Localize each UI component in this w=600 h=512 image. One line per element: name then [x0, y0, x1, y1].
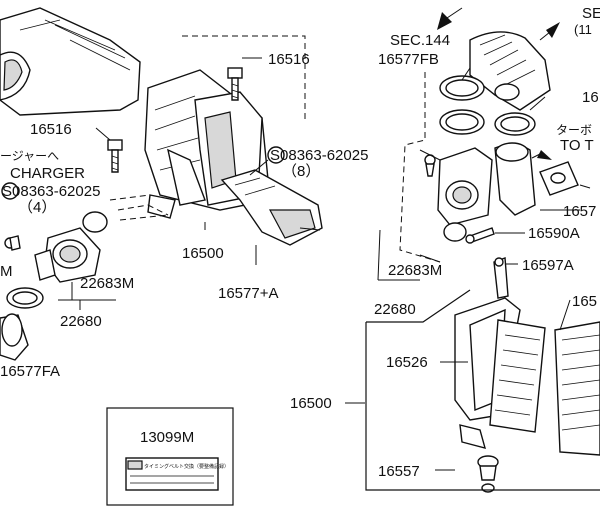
- label-sec-top-right-sub: (11: [574, 22, 592, 37]
- screw-center: [424, 154, 436, 177]
- label-sec-top-right: SE: [582, 5, 600, 22]
- leader-lines: [58, 57, 591, 471]
- label-16500-center: 16500: [182, 245, 224, 262]
- turbo-pipe-right: [494, 142, 579, 216]
- dashed-outlines: [109, 35, 441, 263]
- bolt-16516-left: [107, 139, 123, 173]
- label-m-left: M: [0, 263, 13, 280]
- intake-hose-top-right: [469, 31, 551, 111]
- airflow-meter-left: [34, 211, 108, 283]
- clamps-16577fb: [439, 75, 536, 136]
- label-16-right: 16: [582, 89, 599, 106]
- label-08363-left-qty: （4）: [18, 199, 56, 216]
- label-jp-turbo: ターボ: [556, 123, 592, 137]
- frames: [106, 289, 600, 506]
- label-plate-13099m: [125, 457, 219, 491]
- arrow-right-icon: [537, 150, 552, 160]
- label-charger: CHARGER: [10, 165, 85, 182]
- label-16557: 16557: [378, 463, 420, 480]
- intake-duct-left: [0, 7, 141, 116]
- label-13099m: 13099M: [140, 429, 194, 446]
- label-08363-center: S08363-62025: [270, 147, 368, 164]
- label-16500-right: 16500: [290, 395, 332, 412]
- label-165-right: 165: [572, 293, 597, 310]
- label-16516-left: 16516: [30, 121, 72, 138]
- label-16597a: 16597A: [522, 257, 574, 274]
- label-08363-left: S08363-62025: [2, 183, 100, 200]
- sensor-16597a: [493, 257, 509, 299]
- bolt-16516-top: [227, 67, 243, 101]
- arrow-up-right-icon: [546, 22, 560, 38]
- grommet-16557: [477, 455, 499, 493]
- screw-left: [4, 235, 21, 251]
- label-jp-charger: ージャーへ: [0, 149, 59, 163]
- screw-symbol-center-icon: [267, 146, 285, 164]
- duct-16577a: [220, 169, 323, 246]
- clamp-hose-16577fa: [0, 287, 44, 361]
- label-16577-right: 1657: [563, 203, 596, 220]
- label-to-t: TO T: [560, 137, 594, 154]
- bolt-16590a: [465, 227, 495, 244]
- arrow-up-left-icon: [437, 10, 462, 30]
- label-22680-left: 22680: [60, 313, 102, 330]
- airflow-meter-right: [437, 147, 493, 242]
- screw-symbol-left-icon: [1, 182, 19, 200]
- label-plate-text: タイミングベルト交換（要整備記録）: [144, 463, 229, 470]
- label-sec144: SEC.144: [390, 32, 450, 49]
- air-cleaner-lower-right: [454, 297, 600, 456]
- label-08363-center-qty: （8）: [282, 163, 320, 180]
- label-16526: 16526: [386, 354, 428, 371]
- label-16577fb: 16577FB: [378, 51, 439, 68]
- part-labels: 16516 16516 S08363-62025 （8） S08363-6202…: [0, 5, 600, 480]
- direction-arrows: [437, 7, 560, 160]
- label-22680-right: 22680: [374, 301, 416, 318]
- screw-symbols: [1, 146, 285, 200]
- label-22683m-right: 22683M: [388, 262, 442, 279]
- label-16590a: 16590A: [528, 225, 580, 242]
- label-16577a: 16577+A: [218, 285, 278, 302]
- label-16516-top: 16516: [268, 51, 310, 68]
- label-16577fa: 16577FA: [0, 363, 60, 380]
- label-22683m-left: 22683M: [80, 275, 134, 292]
